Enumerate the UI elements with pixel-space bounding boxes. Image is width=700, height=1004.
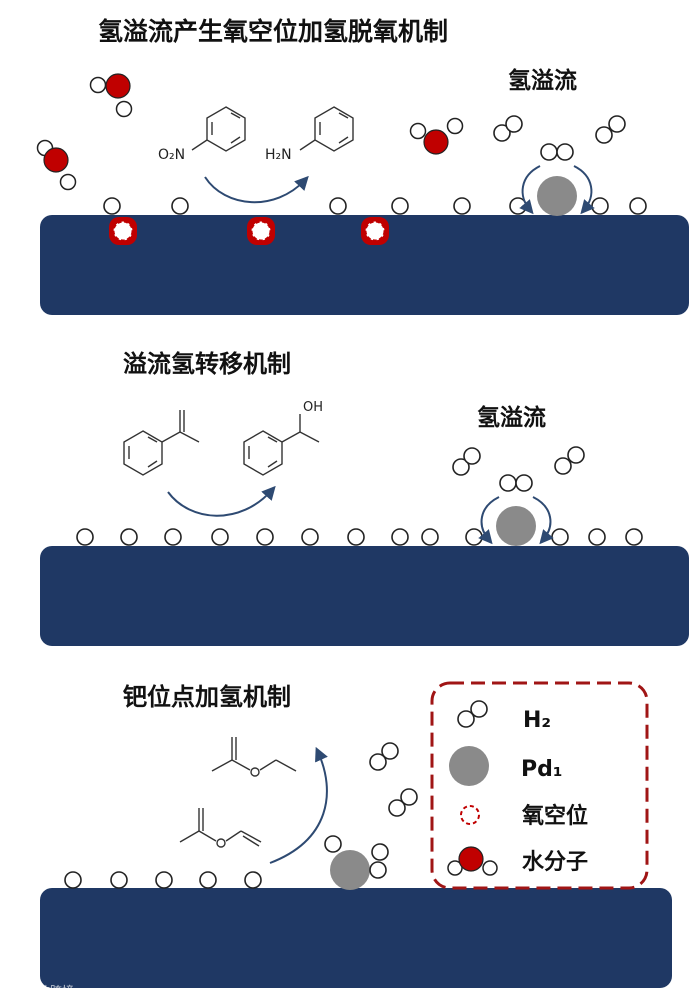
support-slab-3	[40, 888, 672, 988]
phenylethanol-structure	[243, 414, 320, 476]
h2-on-pd-panel1	[540, 143, 574, 161]
surface-h-atoms-panel2	[76, 528, 643, 546]
legend-pd-label: Pd₁	[521, 757, 563, 782]
oxygen-vacancy-icon	[250, 220, 272, 242]
legend-h2-label: H₂	[523, 708, 551, 733]
reaction-arrow-panel1	[204, 175, 309, 204]
watermark: 大数跨境	[7, 983, 74, 998]
legend-vacancy-icon	[460, 805, 480, 825]
aniline-structure	[299, 106, 354, 152]
h2-molecules-panel2	[452, 446, 585, 476]
water-molecule	[36, 139, 77, 191]
surface-h-atoms-panel3	[64, 871, 262, 889]
pd-atom-panel1	[537, 176, 577, 216]
spillover-arrow-right	[573, 165, 595, 215]
oxygen-vacancy-icon	[112, 220, 134, 242]
legend-border	[430, 681, 649, 890]
panel2-title: 溢流氢转移机制	[123, 350, 291, 378]
support-slab-2	[40, 546, 689, 646]
legend-h2-icon	[457, 700, 488, 728]
legend-vacancy-label: 氧空位	[521, 803, 588, 829]
panel1-title: 氢溢流产生氧空位加氢脱氧机制	[98, 17, 448, 46]
spillover-arrow-right	[532, 496, 554, 545]
reaction-arrow-panel2	[167, 485, 276, 517]
oxygen-vacancies-panel1	[109, 217, 389, 245]
pd-atom-panel3	[330, 850, 370, 890]
panel1-spillover-label: 氢溢流	[508, 67, 577, 94]
ethyl-acetate-structure	[211, 737, 297, 777]
amine-group-label: H₂N	[265, 147, 292, 163]
nitro-group-label: O₂N	[158, 147, 185, 163]
h2-on-pd-panel2	[499, 474, 533, 492]
nitrobenzene-structure	[191, 106, 246, 152]
h2-molecules-panel3	[369, 742, 418, 817]
legend: H₂ Pd₁ 氧空位 水分子	[430, 681, 649, 890]
spillover-arrow-left	[519, 165, 541, 215]
legend-water-label: 水分子	[522, 850, 588, 875]
legend-pd-icon	[449, 746, 489, 786]
watermark-logo-icon	[7, 983, 21, 997]
legend-water-icon	[447, 846, 498, 876]
reaction-arrow-panel3	[269, 746, 328, 864]
acetophenone-structure	[123, 410, 200, 476]
water-molecules-panel1	[36, 73, 464, 191]
hydroxyl-label: OH	[303, 400, 323, 415]
panel2-spillover-label: 氢溢流	[477, 404, 546, 431]
support-slab-1	[40, 215, 689, 315]
vinyl-acetate-structure	[179, 808, 262, 848]
oxygen-vacancy-icon	[364, 220, 386, 242]
spillover-arrow-left	[478, 496, 500, 545]
watermark-text: 大数跨境	[26, 983, 74, 998]
h-atoms-near-pd-panel3	[324, 835, 389, 879]
h2-molecules-panel1	[493, 115, 626, 144]
pd-atom-panel2	[496, 506, 536, 546]
water-molecule	[89, 73, 133, 118]
water-molecule	[409, 117, 464, 155]
panel3-title: 钯位点加氢机制	[123, 683, 291, 711]
